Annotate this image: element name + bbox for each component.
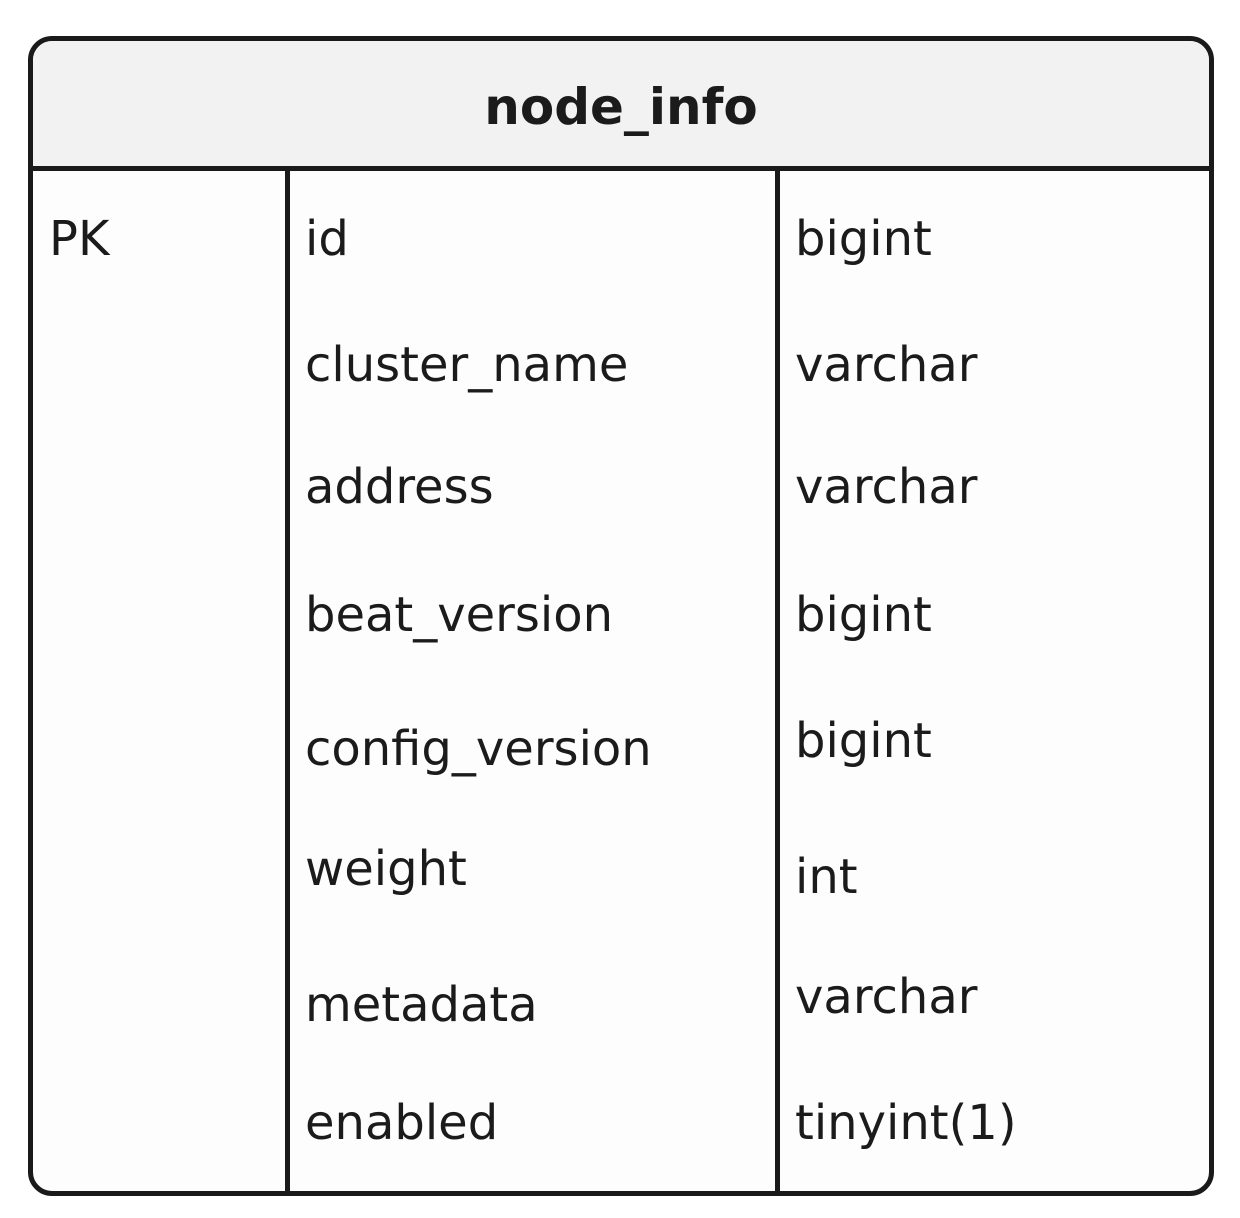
- row-field: weight: [305, 841, 467, 897]
- row-type: tinyint(1): [795, 1095, 1017, 1151]
- row-field: config_version: [305, 721, 652, 777]
- row-field: enabled: [305, 1095, 499, 1151]
- row-field: id: [305, 211, 349, 267]
- row-field: cluster_name: [305, 337, 629, 393]
- entity-body: PK id bigint cluster_name varchar addres…: [33, 171, 1209, 1191]
- entity-table: node_info PK id bigint cluster_name varc…: [28, 36, 1214, 1196]
- row-type: bigint: [795, 587, 932, 643]
- row-type: varchar: [795, 337, 978, 393]
- row-field: address: [305, 459, 494, 515]
- row-type: bigint: [795, 713, 932, 769]
- entity-title: node_info: [484, 78, 758, 136]
- row-type: varchar: [795, 459, 978, 515]
- row-field: beat_version: [305, 587, 614, 643]
- row-type: bigint: [795, 211, 932, 267]
- row-key: PK: [49, 211, 110, 267]
- column-divider-type: [775, 171, 780, 1191]
- column-divider-key: [285, 171, 290, 1191]
- row-type: int: [795, 849, 858, 905]
- row-type: varchar: [795, 969, 978, 1025]
- entity-header: node_info: [33, 41, 1209, 171]
- row-field: metadata: [305, 977, 538, 1033]
